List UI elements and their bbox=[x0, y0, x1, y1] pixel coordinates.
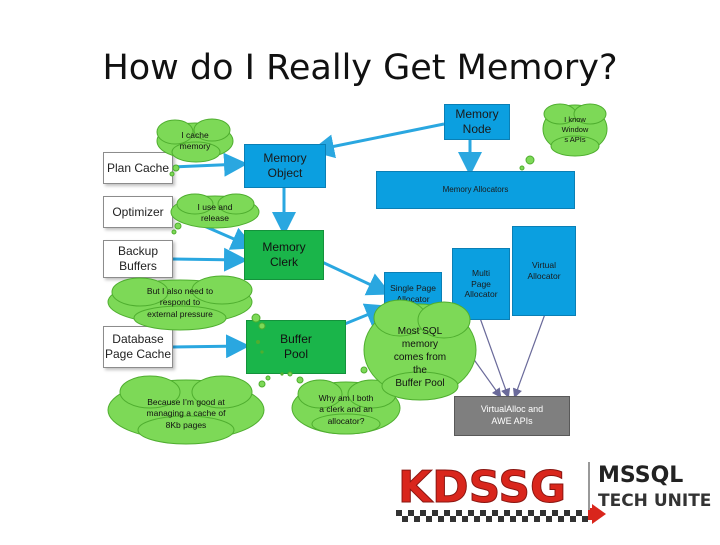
database-page-cache-box: Database Page Cache bbox=[103, 326, 173, 368]
kdssg-logo: KDSSG MSSQL TECH UNITE bbox=[392, 454, 720, 540]
logo-graphic: KDSSG MSSQL TECH UNITE bbox=[392, 454, 720, 540]
slide-title: How do I Really Get Memory? bbox=[102, 48, 618, 88]
arrow-multi-page-to-virtualalloc bbox=[479, 317, 511, 399]
memory-object-box: Memory Object bbox=[244, 144, 326, 188]
virtualalloc-awe-apis-box: VirtualAlloc and AWE APIs bbox=[454, 396, 570, 436]
multi-page-allocator-label: Multi Page Allocator bbox=[464, 268, 498, 300]
memory-allocators-box: Memory Allocators bbox=[376, 171, 575, 209]
memory-allocators-label: Memory Allocators bbox=[442, 185, 509, 194]
callout-why-clerk-and-allocator-text: Why am I both a clerk and an allocator? bbox=[318, 393, 374, 426]
logo-checker bbox=[396, 510, 588, 522]
cloud-most-sql-memory bbox=[360, 299, 477, 401]
memory-clerk-box: Memory Clerk bbox=[244, 230, 324, 280]
single-page-allocator-label: Single Page Allocator bbox=[390, 283, 436, 304]
virtualalloc-awe-apis-label: VirtualAlloc and AWE APIs bbox=[480, 404, 544, 426]
callout-why-clerk-and-allocator: Why am I both a clerk and an allocator? bbox=[300, 390, 392, 430]
callout-most-sql-memory-text: Most SQL memory comes from the Buffer Po… bbox=[393, 325, 447, 389]
callout-i-use-and-release: I use and release bbox=[178, 201, 252, 225]
memory-node-label: Memory Node bbox=[455, 107, 499, 136]
logo-red-arrow bbox=[588, 504, 606, 524]
memory-object-label: Memory Object bbox=[263, 151, 307, 180]
cloud-dots bbox=[256, 340, 284, 376]
arrow-page-cache-to-buffer-pool bbox=[171, 334, 250, 359]
backup-buffers-label: Backup Buffers bbox=[117, 244, 159, 273]
plan-cache-label: Plan Cache bbox=[106, 160, 170, 175]
arrow-clerk-to-single-page bbox=[321, 260, 392, 296]
callout-good-at-caching-text: Because I’m good at managing a cache of … bbox=[146, 397, 226, 430]
logo-mssql-text: MSSQL bbox=[598, 463, 683, 488]
cloud-respond-external-pressure bbox=[107, 275, 266, 331]
backup-buffers-box: Backup Buffers bbox=[103, 240, 173, 278]
callout-i-know-windows-apis: I know Window s APIs bbox=[548, 112, 602, 148]
cloud-good-at-caching bbox=[107, 375, 271, 445]
arrow-memory-node-to-memory-object bbox=[310, 122, 445, 159]
virtual-allocator-label: Virtual Allocator bbox=[527, 260, 561, 281]
arrow-virtual-to-virtualalloc bbox=[512, 313, 546, 399]
logo-tech-unite-text: TECH UNITE bbox=[598, 491, 711, 511]
callout-respond-external-pressure-text: But I also need to respond to external p… bbox=[146, 286, 214, 319]
arrow-backup-to-clerk bbox=[171, 247, 248, 272]
cloud-i-use-and-release bbox=[170, 193, 260, 235]
memory-node-box: Memory Node bbox=[444, 104, 510, 140]
callout-i-cache-memory: I cache memory bbox=[160, 126, 230, 156]
memory-clerk-label: Memory Clerk bbox=[262, 240, 306, 269]
buffer-pool-label: Buffer Pool bbox=[280, 332, 312, 361]
plan-cache-box: Plan Cache bbox=[103, 152, 173, 184]
database-page-cache-label: Database Page Cache bbox=[104, 332, 172, 361]
optimizer-label: Optimizer bbox=[112, 204, 164, 219]
virtual-allocator-box: Virtual Allocator bbox=[512, 226, 576, 316]
cloud-i-know-windows-apis bbox=[519, 103, 608, 171]
cloud-i-cache-memory bbox=[156, 118, 234, 177]
callout-respond-external-pressure: But I also need to respond to external p… bbox=[112, 284, 248, 322]
callout-most-sql-memory: Most SQL memory comes from the Buffer Po… bbox=[378, 320, 462, 394]
arrow-plan-cache-to-memory-object bbox=[171, 152, 248, 177]
callout-good-at-caching: Because I’m good at managing a cache of … bbox=[114, 394, 258, 434]
logo-kdssg-text: KDSSG bbox=[398, 462, 566, 513]
callout-i-use-and-release-text: I use and release bbox=[197, 201, 233, 223]
callout-i-know-windows-apis-text: I know Window s APIs bbox=[561, 115, 589, 144]
callout-i-cache-memory-text: I cache memory bbox=[179, 129, 211, 151]
